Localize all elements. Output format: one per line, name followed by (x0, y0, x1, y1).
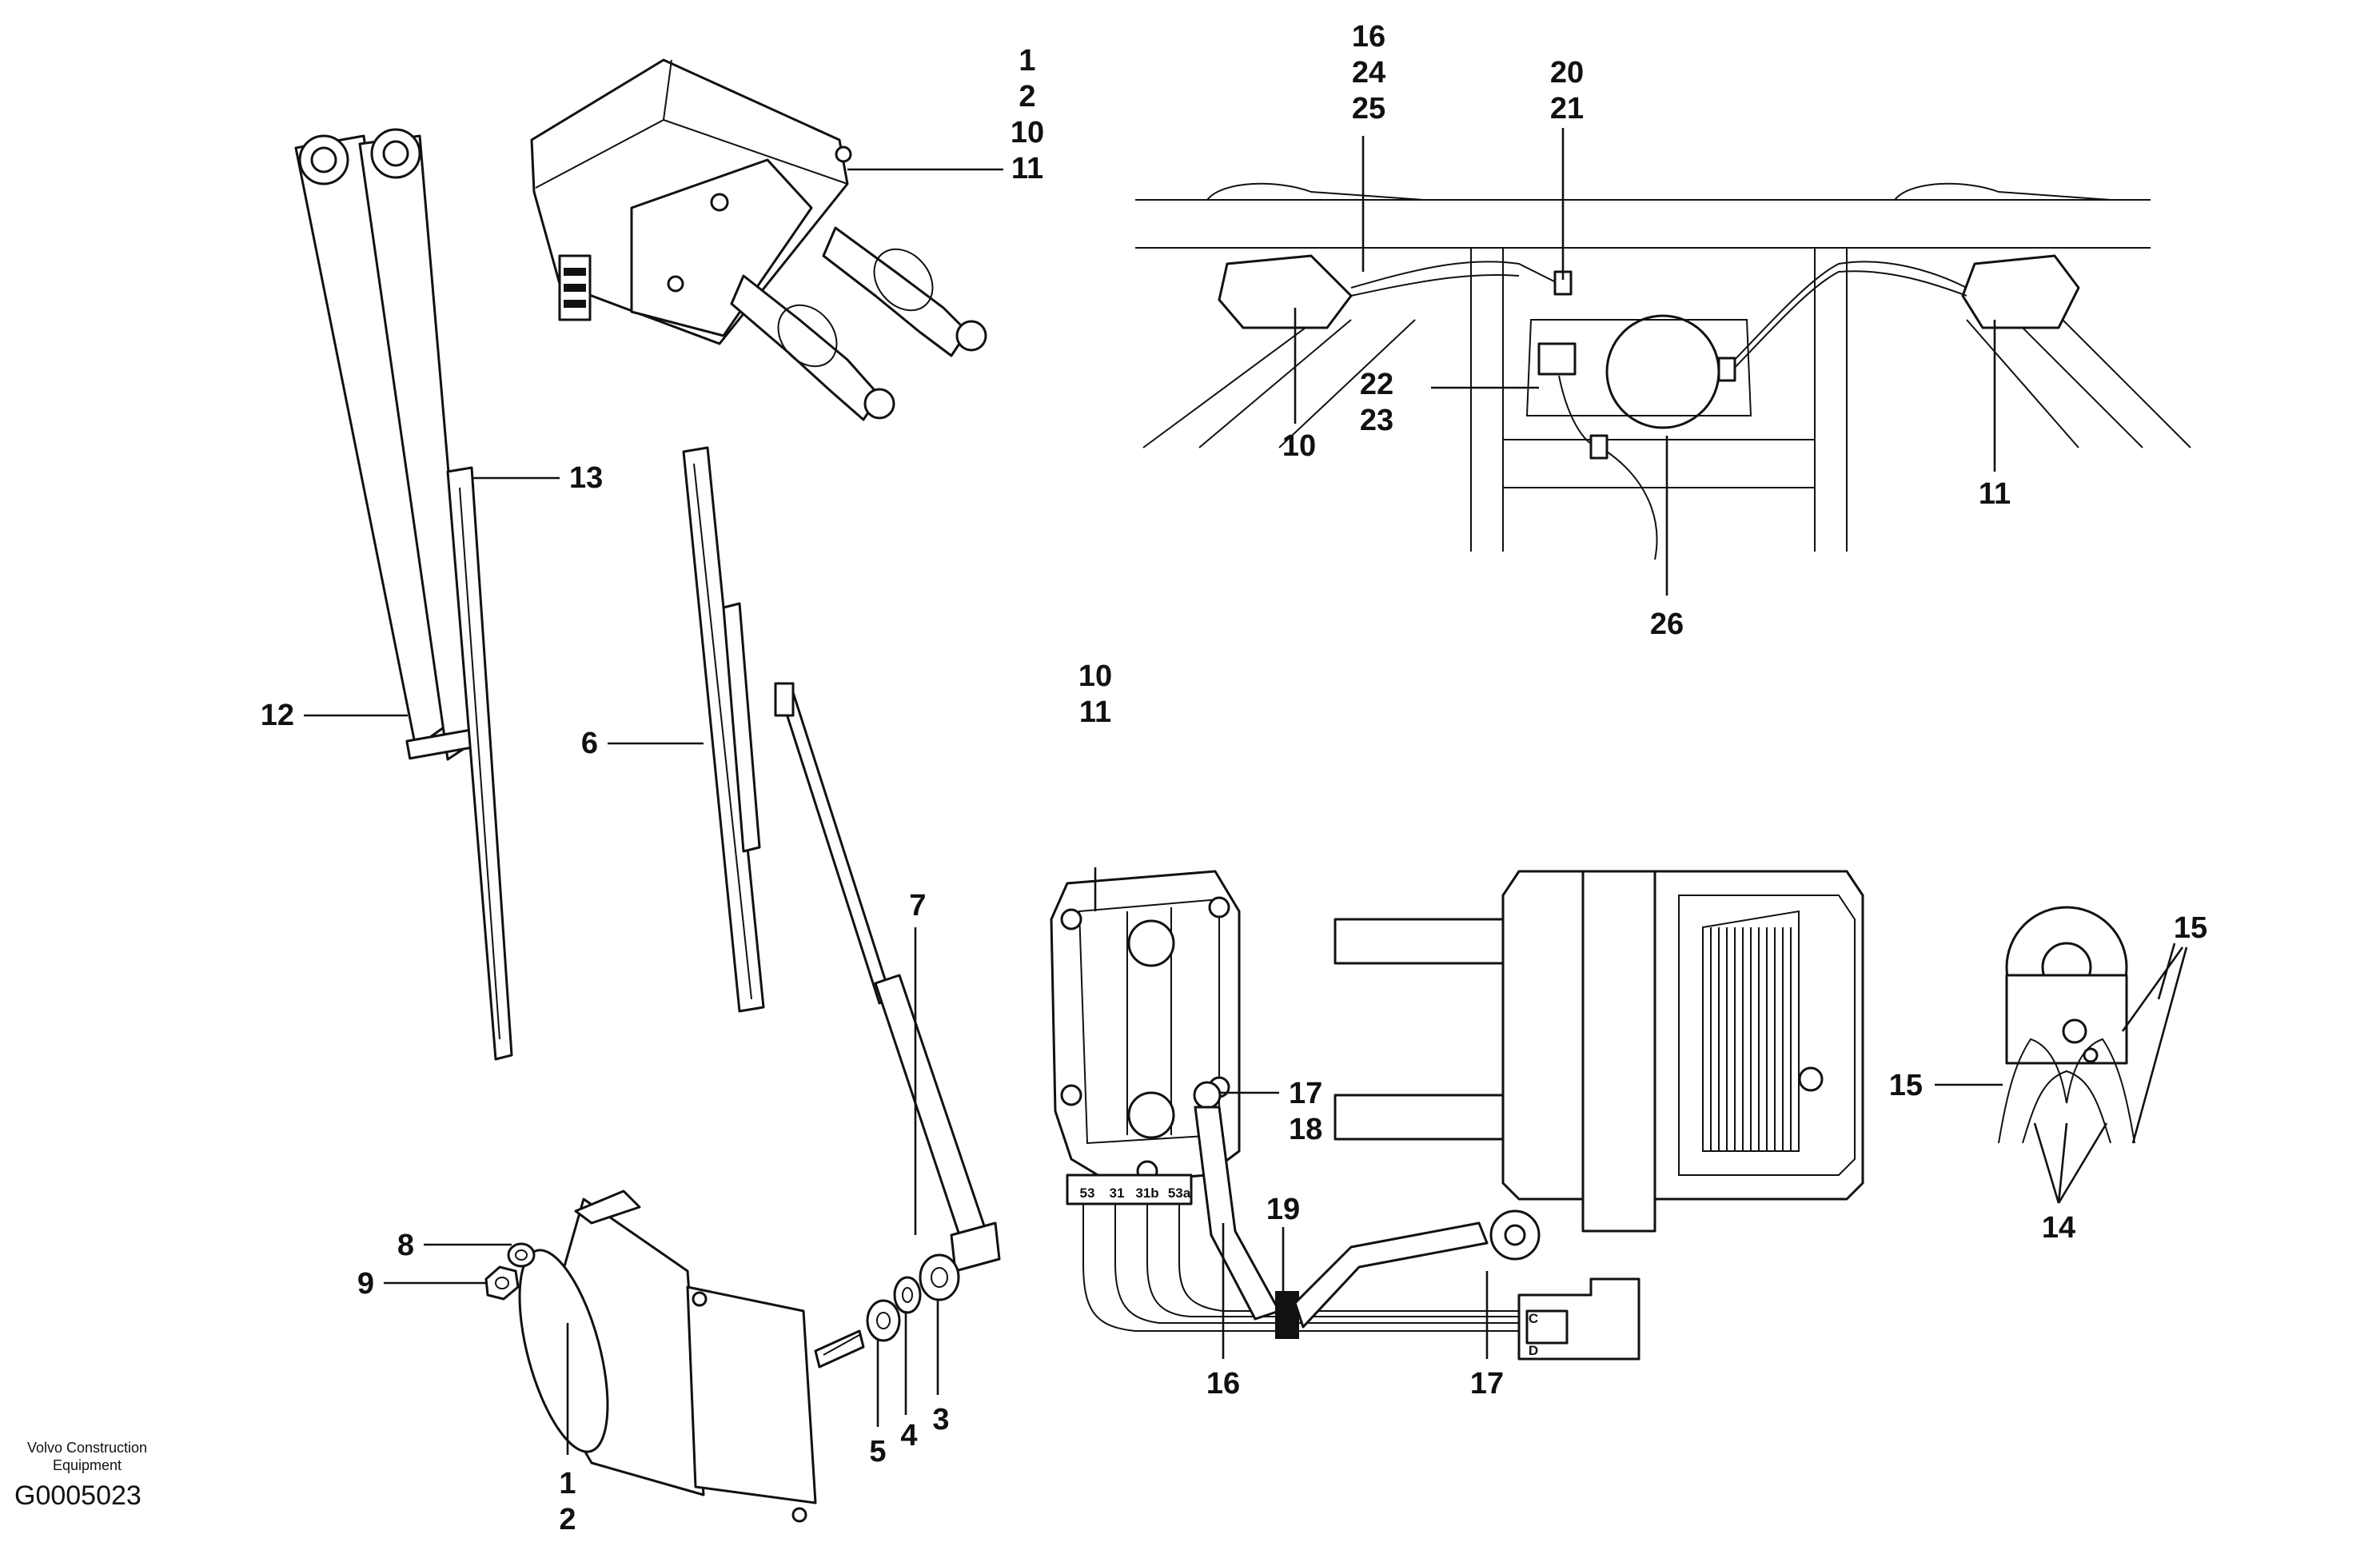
callout-label: 16 (1206, 1367, 1240, 1401)
callout-label: 3 (932, 1403, 949, 1436)
callout-label: 24 (1352, 56, 1385, 90)
callout-label: 4 (900, 1419, 917, 1452)
callout-label: 12 (261, 699, 294, 732)
callout-label: 26 (1650, 608, 1684, 641)
wiper-blade-6 (682, 446, 765, 1013)
washer-3 (919, 1253, 960, 1301)
callout-label: 11 (1979, 477, 2011, 511)
callout-label: 17 (1470, 1367, 1504, 1401)
callout-label: 5 (869, 1435, 886, 1468)
motor-right-11 (1961, 254, 2080, 329)
washer-5 (866, 1299, 901, 1342)
nut-8 (507, 1242, 536, 1268)
terminal-label: 31b (1135, 1185, 1158, 1201)
company-name: Volvo Construction Equipment (26, 1440, 148, 1473)
callout-label: 1 (559, 1467, 576, 1500)
callout-label: 21 (1550, 92, 1584, 126)
callout-numbers: 1 2 10 11 16 24 25 20 21 22 23 10 11 26 … (261, 20, 2207, 1536)
callout-label: 1 (1019, 44, 1035, 78)
wiper-blade-13 (446, 466, 513, 1061)
callout-label: 2 (559, 1503, 576, 1536)
wiper-motor-lower (518, 1189, 865, 1523)
leader-lines (304, 128, 2188, 1455)
callout-label: 14 (2042, 1211, 2075, 1245)
cab-frame (1135, 182, 2191, 552)
motor-cover-plate (1050, 870, 1241, 1205)
callout-label: 18 (1289, 1113, 1322, 1146)
callout-label: 25 (1352, 92, 1385, 126)
callout-label: 22 (1360, 368, 1393, 401)
callout-label: 16 (1352, 20, 1385, 54)
wiper-motor-upper (530, 58, 987, 421)
motor-left-10 (1218, 254, 1353, 329)
washer-4 (893, 1276, 922, 1314)
callout-label: 15 (1889, 1069, 1923, 1102)
callout-label: 10 (1282, 429, 1316, 463)
wiring-harness (1350, 261, 1967, 560)
callout-label: 11 (1011, 152, 1043, 185)
callout-label: 8 (397, 1229, 414, 1262)
wiper-arm-7 (774, 682, 1001, 1273)
callout-label: 19 (1266, 1193, 1300, 1226)
callout-label: 17 (1289, 1077, 1322, 1110)
terminal-block: 53 31 31b 53a (1080, 1185, 1519, 1332)
callout-label: 9 (357, 1267, 374, 1301)
pin-label: C (1529, 1311, 1538, 1326)
terminal-label: 53 (1080, 1185, 1095, 1201)
drawing-code: G0005023 (14, 1480, 142, 1511)
wiper-arm-12 (294, 128, 474, 761)
callout-label: 11 (1079, 695, 1111, 729)
motor-cutaway (1334, 870, 1864, 1233)
mounting-clip (1998, 906, 2135, 1144)
plug-connector: C D (1517, 1277, 1640, 1361)
nut-9 (484, 1265, 520, 1301)
callout-label: 13 (569, 461, 603, 495)
callout-label: 10 (1078, 659, 1112, 693)
callout-label: 20 (1550, 56, 1584, 90)
callout-label: 15 (2174, 911, 2207, 945)
callout-label: 7 (909, 889, 926, 922)
terminal-label: 31 (1110, 1185, 1125, 1201)
callout-label: 2 (1019, 80, 1035, 114)
callout-label: 23 (1360, 404, 1393, 437)
ground-cable (1193, 1081, 1541, 1339)
callout-label: 6 (581, 727, 598, 760)
pin-label: D (1529, 1343, 1538, 1358)
terminal-label: 53a (1168, 1185, 1191, 1201)
callout-label: 10 (1011, 116, 1044, 149)
